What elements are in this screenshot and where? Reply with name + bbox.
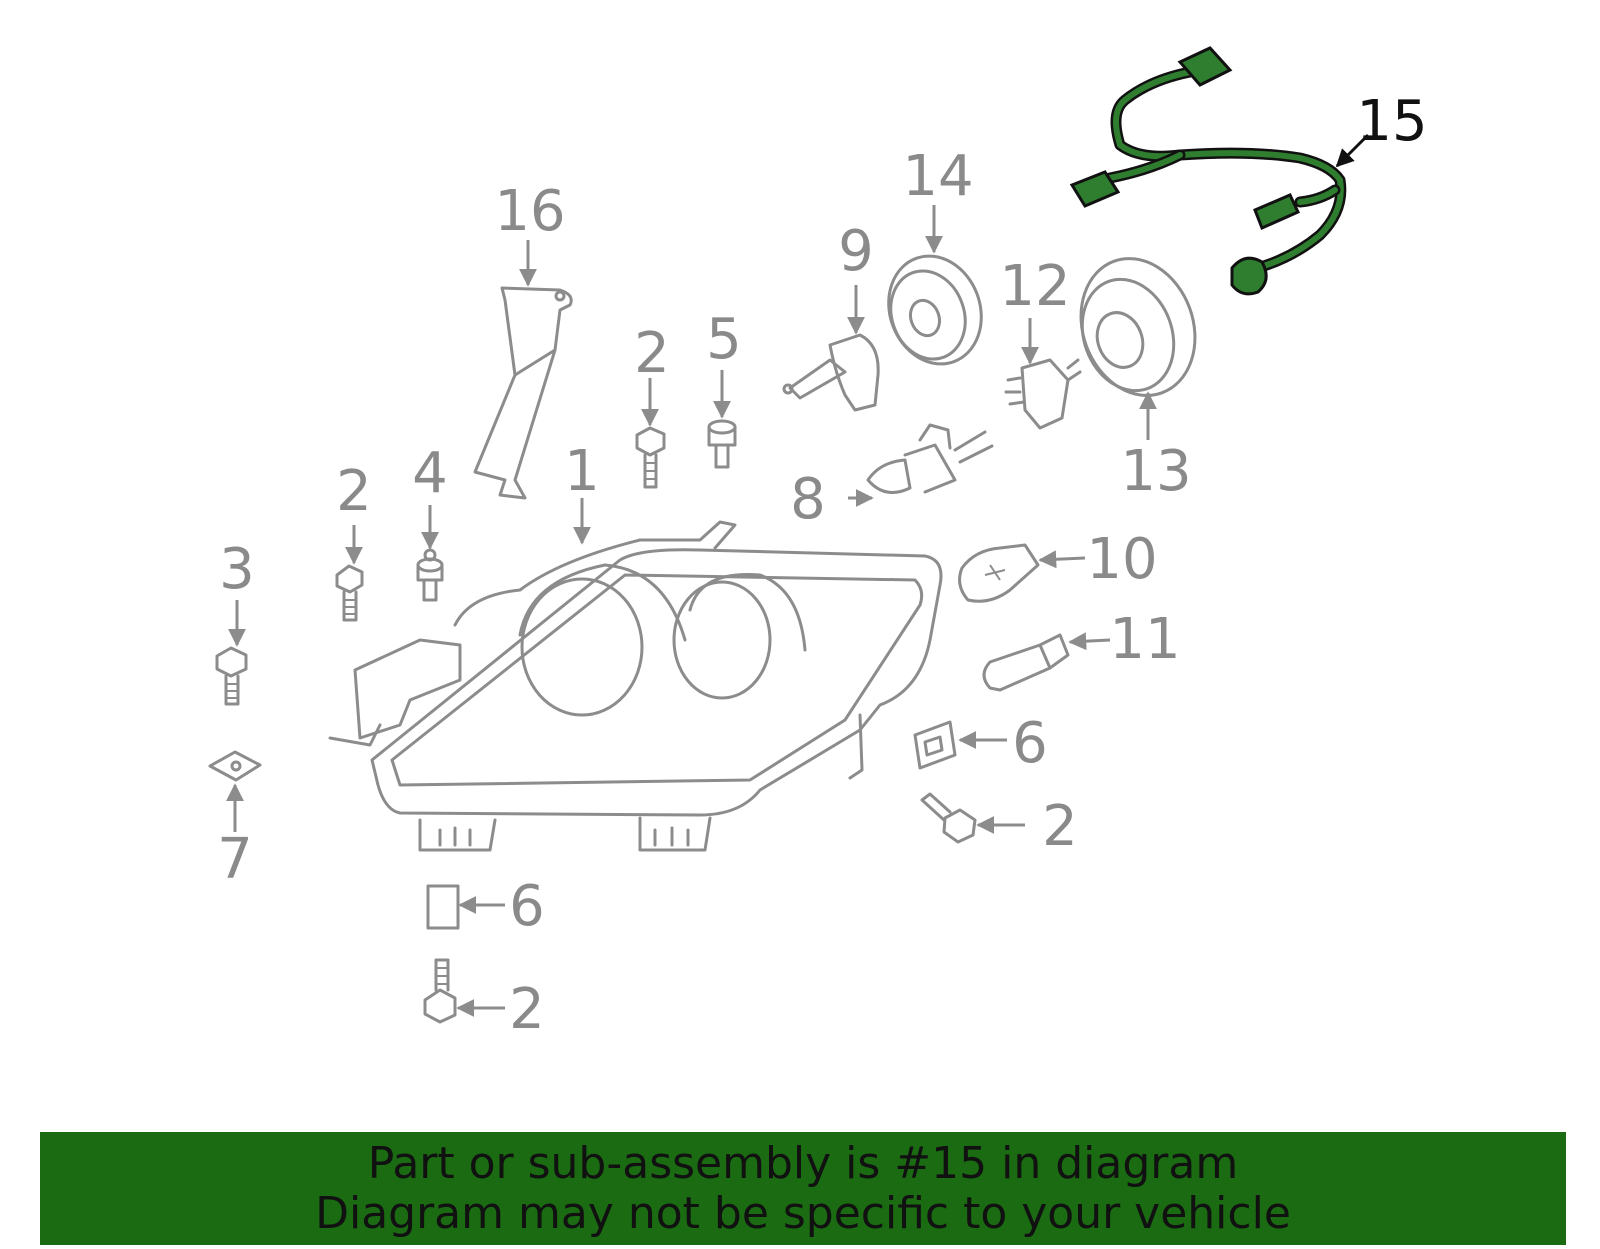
callout-2-a: 2 — [336, 459, 372, 524]
callout-15: 15 — [1356, 89, 1427, 154]
callout-1: 1 — [564, 439, 600, 504]
callout-12: 12 — [999, 254, 1070, 319]
bolt-part-2-a — [335, 564, 364, 622]
nut-part-7 — [208, 750, 262, 782]
bulb-part-11 — [982, 633, 1070, 692]
dust-cover-part-13 — [1079, 257, 1197, 397]
callout-6-b: 6 — [509, 874, 545, 939]
callout-14: 14 — [902, 144, 973, 209]
bolt-part-2-d — [423, 958, 457, 1024]
callout-11: 11 — [1109, 607, 1180, 672]
bulb-part-9 — [782, 333, 880, 412]
clip-part-4 — [416, 548, 444, 602]
callout-8: 8 — [790, 467, 826, 532]
callout-9: 9 — [838, 219, 874, 284]
bolt-part-3 — [215, 646, 248, 706]
callout-6-a: 6 — [1012, 711, 1048, 776]
bolt-part-2-c — [920, 792, 977, 844]
callout-2-b: 2 — [634, 321, 670, 386]
callout-5: 5 — [706, 307, 742, 372]
banner-line-disclaimer: Diagram may not be specific to your vehi… — [315, 1187, 1291, 1239]
callout-7: 7 — [217, 827, 253, 892]
clip-part-5 — [707, 419, 737, 469]
callout-3: 3 — [219, 537, 255, 602]
bolt-part-2-b — [635, 426, 666, 489]
dust-cover-part-14 — [887, 254, 983, 366]
exploded-parts-diagram: 1 2 2 2 2 3 4 5 6 6 7 8 9 10 11 12 13 14… — [208, 46, 1428, 1042]
callout-arrows — [226, 133, 1370, 1017]
socket-part-12 — [1004, 358, 1082, 430]
clip-part-6-b — [426, 884, 460, 930]
clip-part-6-a — [913, 720, 957, 770]
wiring-harness-part-15 — [1069, 46, 1347, 296]
bulb-part-8 — [866, 423, 994, 494]
callout-13: 13 — [1120, 439, 1191, 504]
callout-16: 16 — [494, 179, 565, 244]
callout-10: 10 — [1086, 527, 1157, 592]
mounting-bracket — [473, 286, 573, 500]
callout-labels: 1 2 2 2 2 3 4 5 6 6 7 8 9 10 11 12 13 14… — [217, 89, 1427, 1042]
bulb-part-10 — [958, 543, 1040, 603]
banner-line-part: Part or sub-assembly is #15 in diagram — [367, 1137, 1239, 1189]
callout-4: 4 — [412, 441, 448, 506]
callout-2-c: 2 — [1042, 794, 1078, 859]
info-banner: Part or sub-assembly is #15 in diagram D… — [40, 1132, 1566, 1245]
headlamp-assembly — [328, 520, 943, 852]
callout-2-d: 2 — [509, 977, 545, 1042]
